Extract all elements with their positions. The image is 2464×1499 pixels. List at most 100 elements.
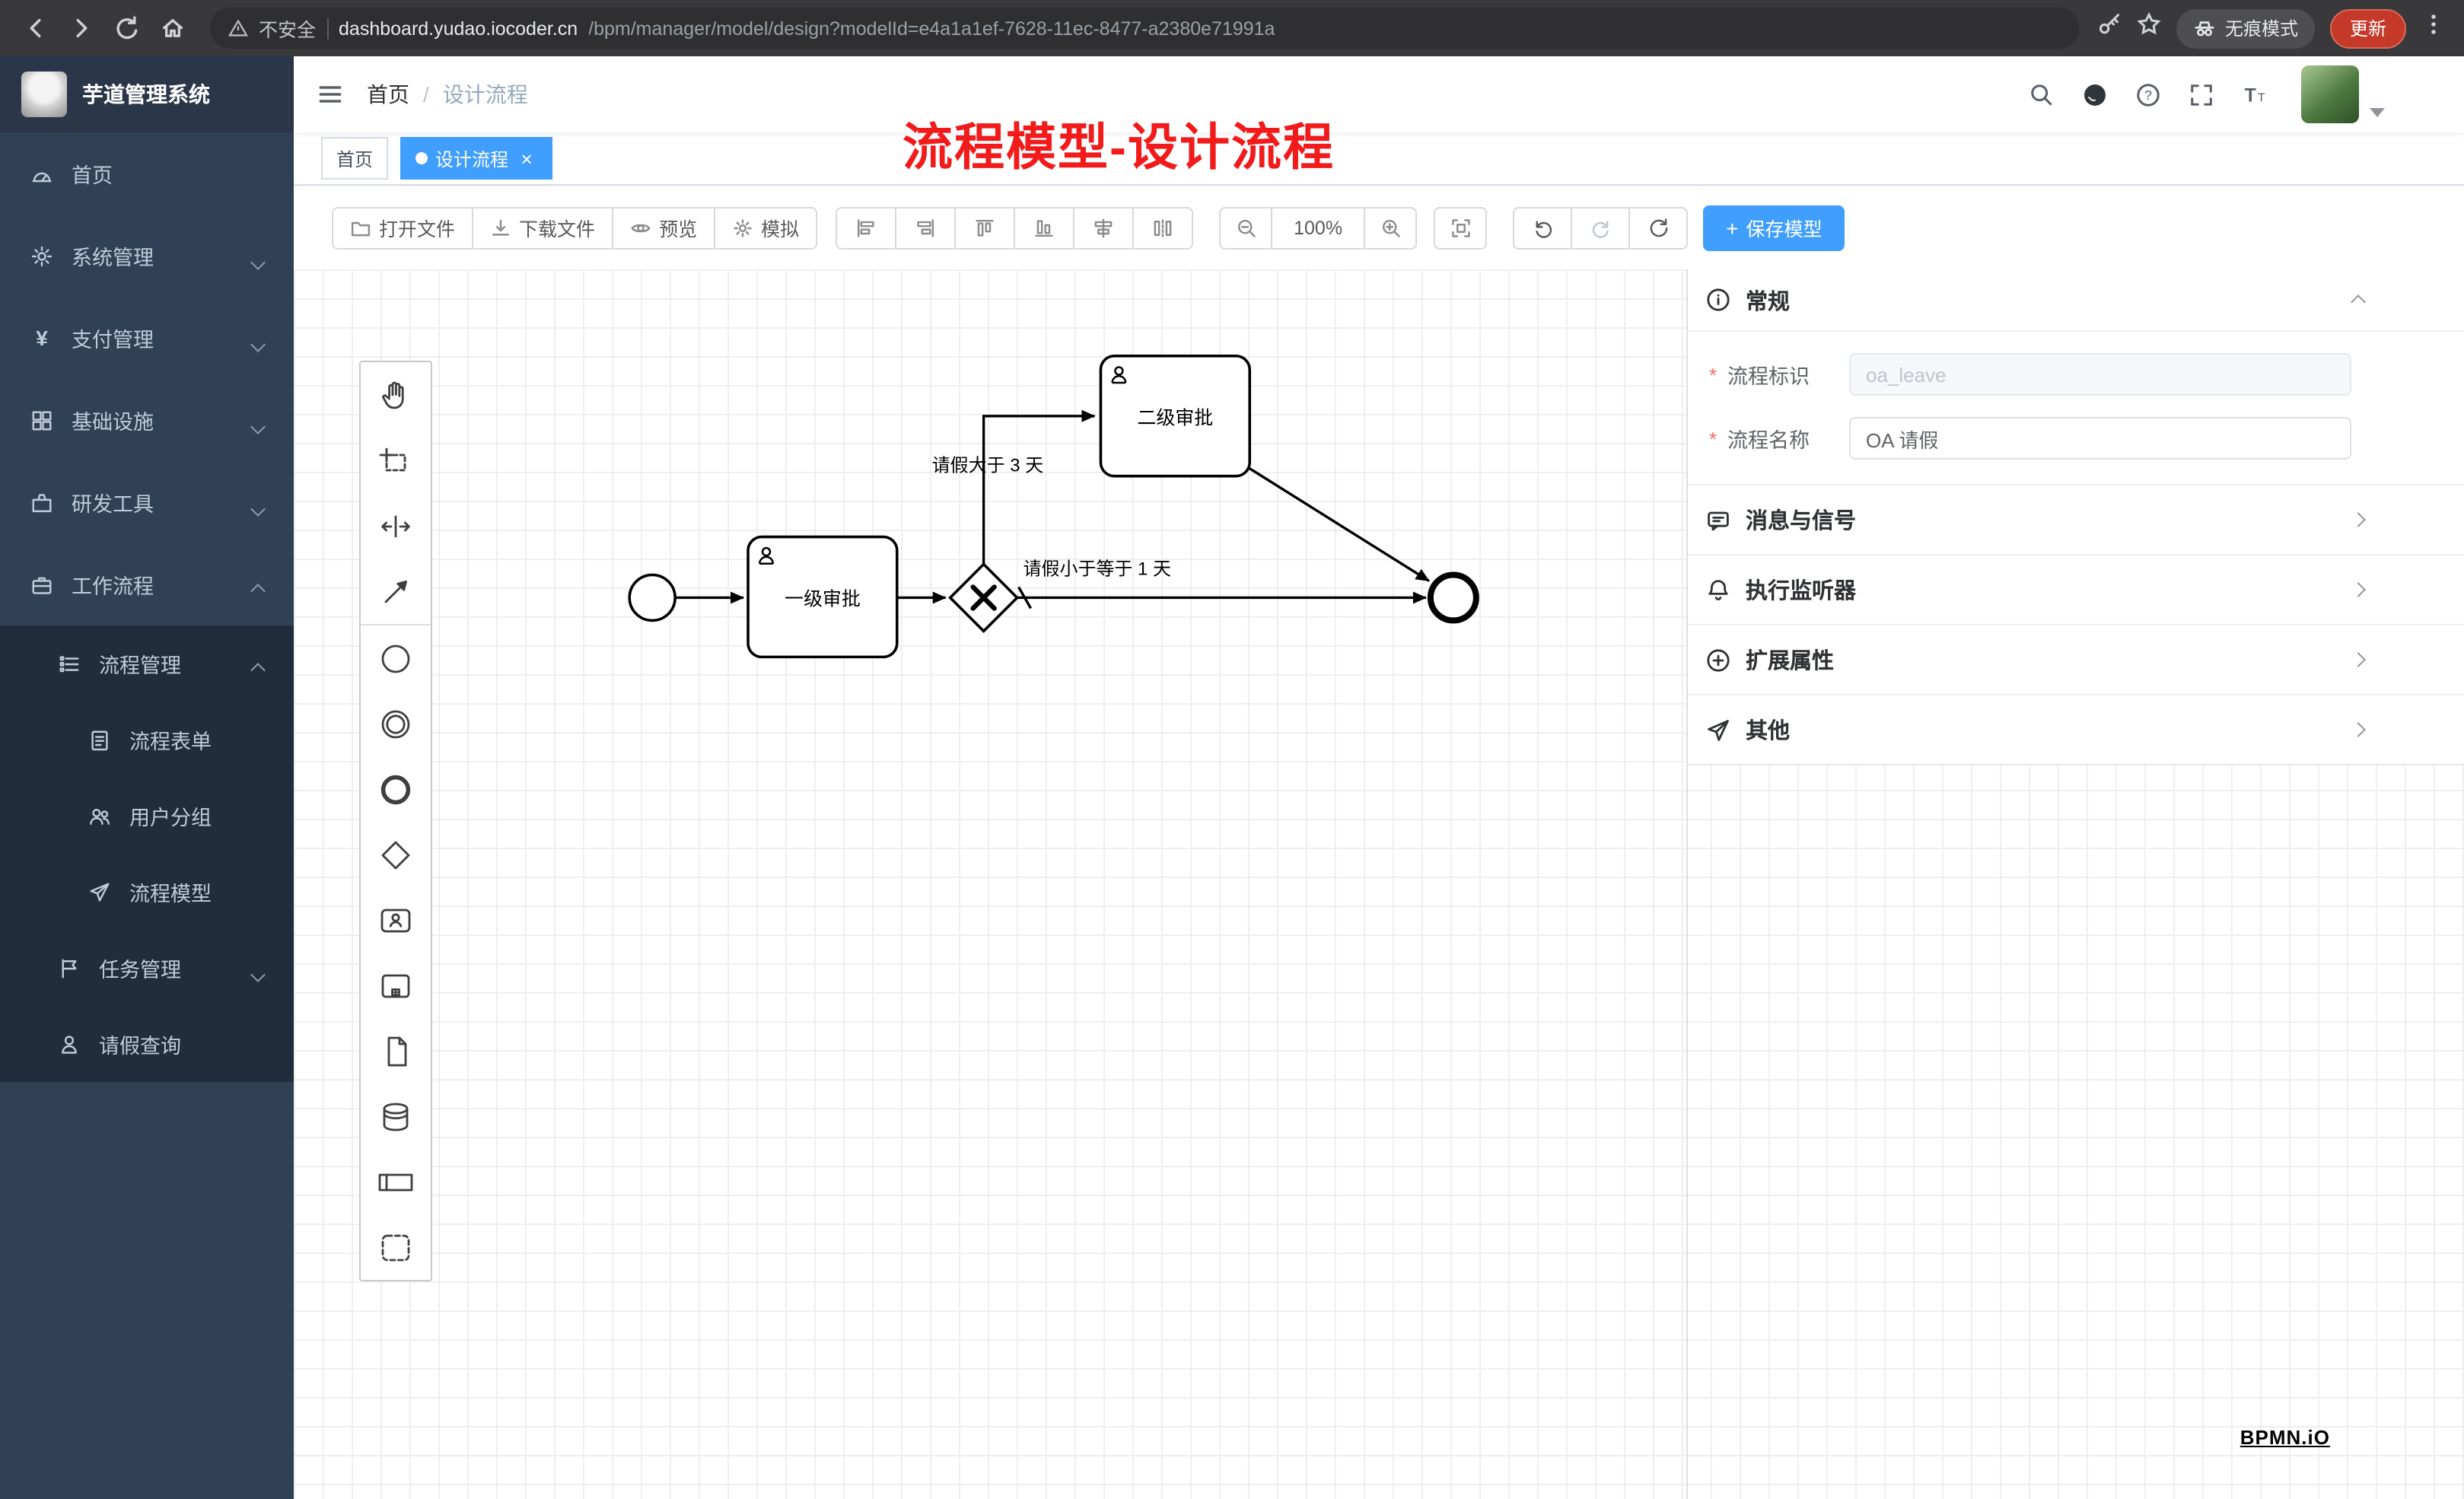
breadcrumb-home[interactable]: 首页 (367, 82, 409, 107)
not-secure-label: 不安全 (259, 20, 317, 41)
palette-hand-tool[interactable] (361, 362, 431, 428)
caret-down-icon (2370, 108, 2385, 117)
header-search-button[interactable] (2017, 69, 2067, 119)
zoom-out-button[interactable] (1219, 206, 1273, 249)
bpmn-io-link[interactable]: BPMN.iO (2240, 1426, 2330, 1449)
panel-section-others[interactable]: 其他 (1688, 694, 2464, 764)
sidebar-toggle-button[interactable] (294, 56, 367, 132)
panel-section-general[interactable]: 常规 (1688, 269, 2464, 332)
sidebar-item-system[interactable]: 系统管理 (0, 215, 294, 297)
user-menu[interactable] (2301, 65, 2385, 123)
distribute-button[interactable] (1132, 206, 1194, 249)
simulate-button[interactable]: 模拟 (714, 206, 818, 249)
sidebar-item-home[interactable]: 首页 (0, 132, 294, 215)
sidebar-item-task-management[interactable]: 任务管理 (0, 930, 294, 1006)
chevron-right-icon (2351, 512, 2366, 527)
palette-space-tool[interactable] (361, 493, 431, 559)
app-logo[interactable]: 芋道管理系统 (0, 56, 294, 132)
align-center-button[interactable] (1073, 206, 1135, 249)
breadcrumb: 首页 / 设计流程 (367, 79, 528, 110)
align-center-icon (1094, 218, 1113, 237)
user-task-node-level1[interactable]: 一级审批 (747, 535, 899, 659)
sidebar-item-infrastructure[interactable]: 基础设施 (0, 379, 294, 461)
sidebar-item-user-group[interactable]: 用户分组 (0, 778, 294, 854)
bookmark-star-button[interactable] (2137, 11, 2161, 44)
sidebar-item-payment[interactable]: ¥ 支付管理 (0, 297, 294, 379)
preview-button[interactable]: 预览 (612, 206, 716, 249)
chevron-up-icon (250, 663, 266, 678)
chevron-up-icon (250, 584, 266, 599)
incognito-badge[interactable]: 无痕模式 (2176, 8, 2315, 48)
restart-button[interactable] (1628, 206, 1689, 249)
hand-tool-icon (382, 380, 404, 409)
bpmn-canvas[interactable]: 一级审批 二级审批 (294, 269, 2464, 1499)
sidebar-item-process-model[interactable]: 流程模型 (0, 854, 294, 930)
user-task-node-level2[interactable]: 二级审批 (1099, 355, 1252, 478)
browser-update-button[interactable]: 更新 (2329, 8, 2406, 48)
panel-section-messages-signals[interactable]: 消息与信号 (1688, 484, 2464, 554)
browser-chrome: 不安全 dashboard.yudao.iocoder.cn/bpm/manag… (0, 0, 2464, 56)
flow-task2-to-end[interactable] (1249, 467, 1430, 582)
save-model-button[interactable]: + 保存模型 (1703, 205, 1845, 250)
fit-viewport-button[interactable] (1434, 206, 1488, 249)
process-key-input[interactable] (1849, 353, 2351, 396)
panel-section-execution-listeners[interactable]: 执行监听器 (1688, 554, 2464, 624)
avatar (2301, 65, 2359, 123)
password-key-button[interactable] (2097, 12, 2122, 44)
align-right-button[interactable] (895, 206, 957, 249)
sidebar-item-workflow[interactable]: 工作流程 (0, 543, 294, 625)
palette-create-participant[interactable] (361, 1149, 431, 1214)
default-flow-marker (1017, 586, 1033, 609)
palette-create-user-task[interactable] (361, 887, 431, 953)
help-button[interactable]: ? (2123, 69, 2173, 119)
sidebar-item-process-form[interactable]: 流程表单 (0, 702, 294, 778)
flow-gateway-to-task2[interactable] (982, 409, 1096, 565)
palette-create-subprocess[interactable] (361, 953, 431, 1018)
palette-create-end-event[interactable] (361, 756, 431, 822)
browser-forward-button[interactable] (61, 8, 100, 48)
sidebar-item-process-management[interactable]: 流程管理 (0, 625, 294, 702)
end-event-node[interactable] (1427, 571, 1479, 624)
tab-design-process[interactable]: 设计流程 × (400, 137, 553, 180)
redo-button[interactable] (1571, 206, 1631, 249)
download-file-button[interactable]: 下载文件 (472, 206, 614, 249)
palette-create-gateway[interactable] (361, 822, 431, 887)
palette-create-intermediate-event[interactable] (361, 691, 431, 756)
tab-label: 设计流程 (435, 148, 509, 170)
gear-icon (734, 218, 752, 237)
start-event-node[interactable] (628, 573, 676, 622)
zoom-level-display[interactable]: 100% (1271, 206, 1366, 249)
palette-create-start-event[interactable] (361, 624, 431, 691)
browser-menu-button[interactable] (2421, 12, 2446, 44)
palette-create-group[interactable] (361, 1214, 431, 1280)
data-object-icon (387, 1036, 407, 1066)
zoom-in-button[interactable] (1364, 206, 1418, 249)
browser-reload-button[interactable] (107, 8, 146, 48)
url-host: dashboard.yudao.iocoder.cn (339, 18, 578, 39)
browser-back-button[interactable] (15, 8, 55, 48)
address-bar[interactable]: 不安全 dashboard.yudao.iocoder.cn/bpm/manag… (210, 8, 2079, 49)
palette-connect-tool[interactable] (361, 559, 431, 624)
undo-button[interactable] (1513, 206, 1573, 249)
process-name-input[interactable] (1849, 417, 2351, 460)
open-file-button[interactable]: 打开文件 (332, 206, 474, 249)
palette-lasso-tool[interactable] (361, 428, 431, 493)
warning-icon (228, 19, 248, 37)
browser-home-button[interactable] (152, 8, 192, 48)
align-left-button[interactable] (836, 206, 897, 249)
github-link-button[interactable] (2070, 69, 2120, 119)
fullscreen-button[interactable] (2176, 69, 2227, 119)
palette-create-data-store[interactable] (361, 1084, 431, 1149)
sidebar-item-label: 流程表单 (129, 730, 212, 753)
exclusive-gateway-node[interactable] (948, 562, 1020, 633)
panel-section-extended-properties[interactable]: 扩展属性 (1688, 624, 2464, 694)
home-icon (161, 19, 183, 37)
sidebar-item-leave-query[interactable]: 请假查询 (0, 1006, 294, 1082)
palette-create-data-object[interactable] (361, 1018, 431, 1084)
sidebar-item-devtools[interactable]: 研发工具 (0, 461, 294, 543)
tab-home[interactable]: 首页 (321, 137, 389, 180)
align-bottom-button[interactable] (1014, 206, 1075, 249)
tab-close-icon[interactable]: × (520, 147, 533, 170)
align-top-button[interactable] (954, 206, 1016, 249)
